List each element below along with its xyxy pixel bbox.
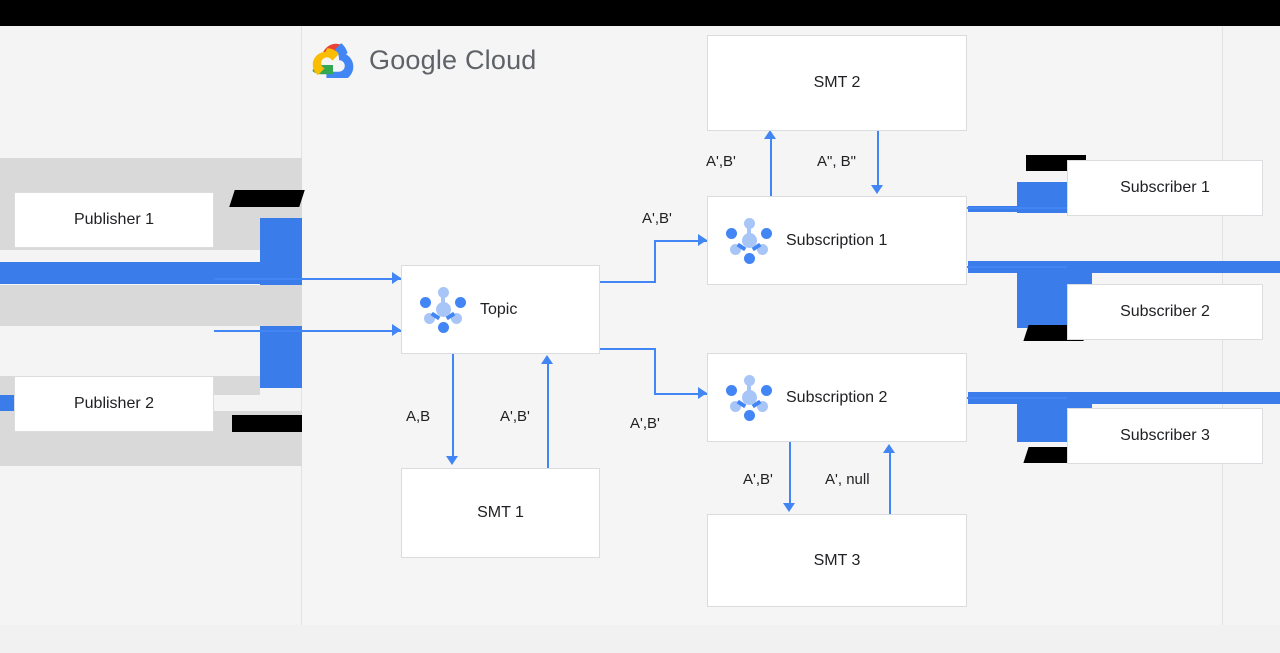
edge-topic-sub2-b <box>654 348 656 395</box>
node-label-subscriber-2: Subscriber 2 <box>1120 303 1210 320</box>
node-label-subscriber-3: Subscriber 3 <box>1120 427 1210 444</box>
arrowhead-topic-sub1 <box>698 234 707 246</box>
render-artifact-white-9 <box>0 354 260 376</box>
edge-label-topic-to-sub2: A',B' <box>630 415 660 432</box>
node-publisher-2[interactable]: Publisher 2 <box>14 376 214 432</box>
arrowhead-smt3-sub2 <box>883 444 895 453</box>
edge-label-smt3-to-sub2: A', null <box>825 471 870 488</box>
node-label-publisher-1: Publisher 1 <box>73 211 155 228</box>
edge-label-pub1-to-topic: A',B' <box>642 210 672 227</box>
node-label-smt-3: SMT 3 <box>813 551 861 569</box>
render-artifact-black-13 <box>232 415 302 432</box>
node-smt-1[interactable]: SMT 1 <box>401 468 600 558</box>
arrowhead-topic-smt1 <box>446 456 458 465</box>
browser-top-bar <box>0 0 1280 26</box>
arrowhead-publisher1-topic <box>392 272 401 284</box>
render-artifact-blue-8 <box>260 326 302 388</box>
arrowhead-topic-sub2 <box>698 387 707 399</box>
edge-topic-sub1-a <box>600 281 656 283</box>
node-label-subscription-2: Subscription 2 <box>786 388 888 406</box>
render-artifact-gray-7 <box>0 285 302 326</box>
render-artifact-blue-16 <box>968 206 1028 212</box>
node-smt-3[interactable]: SMT 3 <box>707 514 967 607</box>
edge-sub1-subscriber2 <box>967 266 1067 268</box>
edge-sub1-subscriber1 <box>967 207 1067 209</box>
edge-label-sub1-to-smt2: A',B' <box>706 153 736 170</box>
node-smt-2[interactable]: SMT 2 <box>707 35 967 131</box>
google-cloud-logo: Google Cloud <box>311 42 537 81</box>
edge-label-smt2-to-sub1: A", B" <box>817 153 856 170</box>
edge-sub2-smt3 <box>789 442 791 506</box>
page-footer-strip <box>0 625 1280 653</box>
arrowhead-smt2-sub1 <box>871 185 883 194</box>
render-artifact-black-2 <box>229 190 305 207</box>
node-subscription-2[interactable]: Subscription 2 <box>707 353 967 442</box>
node-label-subscriber-1: Subscriber 1 <box>1120 179 1210 196</box>
arrowhead-sub2-smt3 <box>783 503 795 512</box>
node-label-subscription-1: Subscription 1 <box>786 231 888 249</box>
google-cloud-wordmark: Google Cloud <box>369 44 537 75</box>
node-label-publisher-2: Publisher 2 <box>73 395 155 412</box>
node-topic[interactable]: Topic <box>401 265 600 354</box>
edge-label-sub2-to-smt3: A',B' <box>743 471 773 488</box>
node-label-smt-1: SMT 1 <box>477 504 524 521</box>
render-artifact-blue-6 <box>260 218 302 285</box>
edge-sub2-subscriber3 <box>967 397 1067 399</box>
edge-smt1-topic <box>547 363 549 468</box>
pubsub-icon <box>726 217 772 264</box>
edge-topic-sub1-b <box>654 240 656 283</box>
edge-label-topic-to-smt1: A,B <box>406 408 431 425</box>
edge-label-smt1-to-topic: A',B' <box>500 408 530 425</box>
node-subscription-1[interactable]: Subscription 1 <box>707 196 967 285</box>
edge-publisher2-topic <box>214 330 401 332</box>
arrowhead-publisher2-topic <box>392 324 401 336</box>
node-label-smt-2: SMT 2 <box>813 74 861 91</box>
edge-topic-sub2-c <box>654 393 707 395</box>
node-subscriber-3[interactable]: Subscriber 3 <box>1067 408 1263 464</box>
edge-topic-sub2-a <box>600 348 656 350</box>
edge-sub1-smt2 <box>770 139 772 196</box>
edge-smt3-sub2 <box>889 452 891 514</box>
google-cloud-mark-icon <box>311 42 355 81</box>
node-subscriber-1[interactable]: Subscriber 1 <box>1067 160 1263 216</box>
arrowhead-smt1-topic <box>541 355 553 364</box>
node-label-topic: Topic <box>480 300 518 318</box>
arrowhead-sub1-smt2 <box>764 130 776 139</box>
edge-topic-smt1 <box>452 354 454 459</box>
edge-publisher1-topic <box>214 278 401 280</box>
pubsub-icon <box>726 374 772 421</box>
render-artifact-blue-5 <box>0 262 260 284</box>
edge-smt2-sub1 <box>877 131 879 188</box>
edge-topic-sub1-c <box>654 240 707 242</box>
node-subscriber-2[interactable]: Subscriber 2 <box>1067 284 1263 340</box>
pubsub-icon <box>420 286 466 333</box>
node-publisher-1[interactable]: Publisher 1 <box>14 192 214 248</box>
